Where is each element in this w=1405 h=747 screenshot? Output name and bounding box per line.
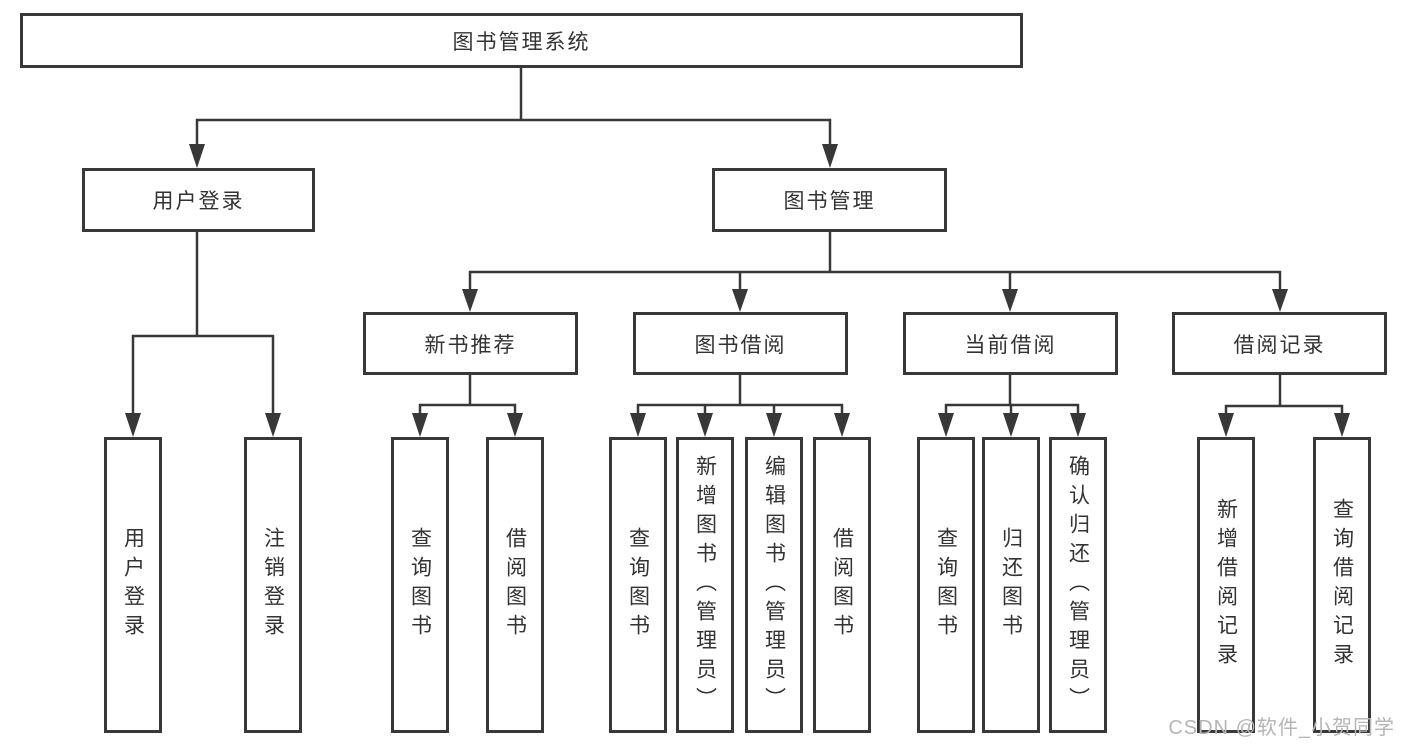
node-user-login: 用户登录 [82, 168, 315, 232]
node-leaf-edit-book-admin: 编辑图书（管理员） [745, 437, 803, 733]
node-leaf-borrow-books: 借阅图书 [813, 437, 871, 733]
node-current-borrow: 当前借阅 [903, 312, 1118, 375]
node-book-borrow: 图书借阅 [633, 312, 848, 375]
node-borrow-records: 借阅记录 [1172, 312, 1387, 375]
node-leaf-query-borrow-record: 查询借阅记录 [1313, 437, 1371, 733]
node-leaf-borrow-books-recommend: 借阅图书 [486, 437, 544, 733]
node-leaf-return-book: 归还图书 [982, 437, 1040, 733]
node-leaf-confirm-return-admin: 确认归还（管理员） [1049, 437, 1107, 733]
node-leaf-query-books-borrow: 查询图书 [609, 437, 667, 733]
node-new-book-recommend: 新书推荐 [363, 312, 578, 375]
node-book-management: 图书管理 [712, 168, 947, 232]
node-leaf-logout: 注销登录 [244, 437, 302, 733]
node-leaf-add-borrow-record: 新增借阅记录 [1197, 437, 1255, 733]
csdn-watermark: CSDN @软件_小贺同学 [1168, 717, 1395, 739]
node-leaf-user-login: 用户登录 [104, 437, 162, 733]
node-leaf-add-book-admin: 新增图书（管理员） [676, 437, 734, 733]
node-leaf-query-books-current: 查询图书 [917, 437, 975, 733]
node-system: 图书管理系统 [20, 13, 1023, 68]
node-leaf-query-books-recommend: 查询图书 [391, 437, 449, 733]
